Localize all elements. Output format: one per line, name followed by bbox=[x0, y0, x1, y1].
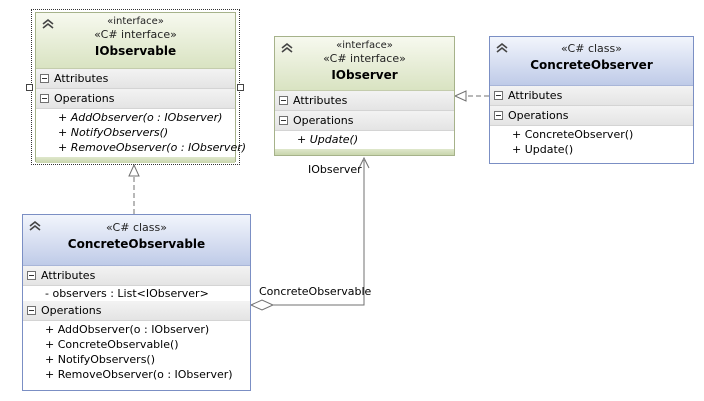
operation-item[interactable]: + RemoveObserver(o : IObserver) bbox=[45, 368, 233, 381]
section-label: Attributes bbox=[54, 72, 109, 85]
concrete-observable-operations-list: + AddObserver(o : IObserver) + ConcreteO… bbox=[23, 321, 250, 384]
section-minus-icon[interactable] bbox=[279, 116, 288, 125]
iobservable-class[interactable]: «interface» «C# interface» IObservable A… bbox=[35, 12, 247, 163]
operation-item[interactable]: + Update() bbox=[297, 133, 359, 146]
concrete-observer-operations-section[interactable]: Operations bbox=[490, 106, 693, 126]
iobservable-stereotype-small: «interface» bbox=[107, 16, 164, 27]
iobservable-attributes-section[interactable]: Attributes bbox=[36, 69, 235, 89]
operation-item[interactable]: + AddObserver(o : IObserver) bbox=[58, 111, 223, 124]
section-label: Operations bbox=[41, 304, 102, 317]
role-label-concrete-observable: ConcreteObservable bbox=[259, 285, 372, 298]
collapse-chevron-icon[interactable] bbox=[495, 42, 509, 54]
operation-item[interactable]: + AddObserver(o : IObserver) bbox=[45, 323, 210, 336]
section-minus-icon[interactable] bbox=[494, 111, 503, 120]
realization-observer-connector[interactable] bbox=[453, 90, 489, 102]
operation-item[interactable]: + ConcreteObserver() bbox=[512, 128, 634, 141]
concrete-observable-operations-section[interactable]: Operations bbox=[23, 301, 250, 321]
section-minus-icon[interactable] bbox=[27, 306, 36, 315]
collapse-chevron-icon[interactable] bbox=[41, 18, 55, 30]
iobserver-stereotype-small: «interface» bbox=[336, 40, 393, 51]
operation-item[interactable]: + ConcreteObservable() bbox=[45, 338, 179, 351]
section-label: Attributes bbox=[41, 269, 96, 282]
iobserver-stereotype: «C# interface» bbox=[323, 52, 406, 65]
concrete-observer-header: «C# class» ConcreteObserver bbox=[490, 37, 693, 86]
concrete-observable-class[interactable]: «C# class» ConcreteObservable Attributes… bbox=[22, 214, 251, 391]
section-label: Operations bbox=[508, 109, 569, 122]
collapse-chevron-icon[interactable] bbox=[280, 42, 294, 54]
iobserver-class[interactable]: «interface» «C# interface» IObserver Att… bbox=[274, 36, 455, 156]
iobserver-name: IObserver bbox=[331, 68, 398, 82]
iobserver-operations-section[interactable]: Operations bbox=[275, 111, 454, 131]
concrete-observer-attributes-section[interactable]: Attributes bbox=[490, 86, 693, 106]
role-label-iobserver: IObserver bbox=[308, 163, 362, 176]
iobserver-header: «interface» «C# interface» IObserver bbox=[275, 37, 454, 91]
iobservable-name: IObservable bbox=[94, 44, 177, 58]
concrete-observable-header: «C# class» ConcreteObservable bbox=[23, 215, 250, 266]
concrete-observer-stereotype: «C# class» bbox=[561, 42, 622, 55]
collapse-chevron-icon[interactable] bbox=[28, 220, 42, 232]
concrete-observable-name: ConcreteObservable bbox=[67, 237, 206, 251]
concrete-observable-attributes-section[interactable]: Attributes bbox=[23, 266, 250, 286]
section-minus-icon[interactable] bbox=[279, 96, 288, 105]
iobservable-operations-list: + AddObserver(o : IObserver) + NotifyObs… bbox=[36, 109, 247, 157]
section-label: Attributes bbox=[293, 94, 348, 107]
section-minus-icon[interactable] bbox=[40, 94, 49, 103]
resize-handle-left[interactable] bbox=[26, 84, 33, 91]
resize-handle-right[interactable] bbox=[237, 84, 244, 91]
concrete-observer-class[interactable]: «C# class» ConcreteObserver Attributes O… bbox=[489, 36, 694, 164]
section-label: Operations bbox=[293, 114, 354, 127]
operation-item[interactable]: + NotifyObservers() bbox=[45, 353, 156, 366]
concrete-observer-operations-list: + ConcreteObserver() + Update() bbox=[490, 126, 693, 159]
concrete-observable-stereotype: «C# class» bbox=[106, 221, 167, 234]
iobservable-header: «interface» «C# interface» IObservable bbox=[36, 13, 235, 69]
operation-item[interactable]: + Update() bbox=[512, 143, 574, 156]
operation-item[interactable]: + NotifyObservers() bbox=[58, 126, 169, 139]
iobservable-stereotype: «C# interface» bbox=[94, 28, 177, 41]
interface-footer-bar bbox=[36, 157, 235, 163]
section-minus-icon[interactable] bbox=[27, 271, 36, 280]
iobservable-operations-section[interactable]: Operations bbox=[36, 89, 235, 109]
iobserver-operations-list: + Update() bbox=[275, 131, 454, 149]
concrete-observer-name: ConcreteObserver bbox=[530, 58, 653, 72]
section-minus-icon[interactable] bbox=[40, 74, 49, 83]
realization-observable-connector[interactable] bbox=[128, 163, 140, 214]
attribute-item[interactable]: - observers : List<IObserver> bbox=[45, 287, 209, 300]
interface-footer-bar bbox=[275, 149, 454, 155]
section-label: Attributes bbox=[508, 89, 563, 102]
iobserver-attributes-section[interactable]: Attributes bbox=[275, 91, 454, 111]
concrete-observable-attributes-list: - observers : List<IObserver> bbox=[23, 286, 250, 301]
section-minus-icon[interactable] bbox=[494, 91, 503, 100]
section-label: Operations bbox=[54, 92, 115, 105]
operation-item[interactable]: + RemoveObserver(o : IObserver) bbox=[58, 141, 247, 154]
